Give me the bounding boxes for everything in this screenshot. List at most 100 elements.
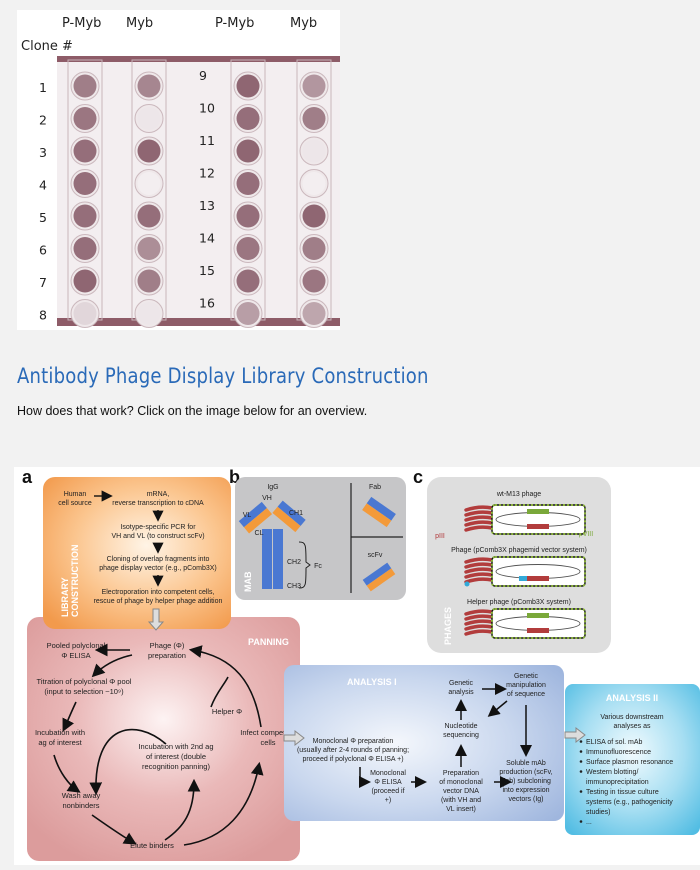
panning-titration-2: (input to selection ~10⁹) (44, 687, 124, 696)
a1-genetic-analysis: Genetic (449, 680, 474, 687)
elisa-well (302, 74, 326, 98)
a1-prep-vector-4: (with VH and (441, 797, 481, 804)
bullet-icon (579, 750, 583, 753)
a1-nucleotide-seq: Nucleotide (444, 723, 477, 730)
bullet-icon (579, 820, 583, 823)
elisa-well (302, 107, 326, 130)
elisa-well (302, 302, 326, 325)
lib-mrna: mRNA, (147, 491, 170, 498)
phage-wt-m13-label: wt-M13 phage (496, 491, 541, 498)
clone-number: 9 (199, 68, 207, 83)
elisa-well (73, 74, 97, 98)
mab-vl-label: VL (243, 512, 252, 519)
bullet-icon (579, 790, 583, 793)
elisa-well (236, 237, 260, 260)
bullet-icon (579, 770, 583, 773)
a2-list-item: immunoprecipitation (586, 779, 649, 786)
panning-incubation: Incubation with (35, 728, 85, 737)
analysis-2-panel: ANALYSIS II Various downstream analyses … (565, 684, 700, 835)
elisa-well (236, 204, 260, 228)
clone-number: 11 (199, 133, 215, 148)
elisa-well (236, 139, 260, 163)
clone-number: 6 (39, 243, 47, 258)
panning-wash-away-2: nonbinders (62, 801, 99, 810)
lib-pcr: Isotype-specific PCR for (120, 524, 196, 531)
a2-list-item: ELISA of sol. mAb (586, 739, 643, 746)
a1-soluble-mab-5: vectors (Ig) (508, 796, 543, 803)
elisa-well (73, 172, 97, 195)
clone-number-label: Clone # (21, 39, 73, 54)
clone-number: 8 (39, 308, 47, 323)
clone-number: 10 (199, 101, 215, 116)
panel-letter-a: a (22, 467, 33, 487)
panning-wash-away: Wash away (62, 791, 101, 800)
a2-list-item: Immunofluorescence (586, 749, 651, 756)
a1-prep-vector-5: VL insert) (446, 806, 476, 813)
a1-soluble-mab-2: production (scFv, (499, 769, 552, 776)
elisa-well (302, 139, 326, 163)
overview-diagram: a b c PANNING Phage (Φ) preparation Pool… (22, 467, 700, 861)
elisa-well (73, 237, 97, 260)
panning-elute-binders: Elute binders (130, 841, 174, 850)
a2-intro: Various downstream (600, 714, 663, 721)
elisa-well (73, 269, 97, 293)
panning-phage-prep: Phage (Φ) (150, 641, 185, 650)
a1-monoclonal-prep: Monoclonal Φ preparation (313, 738, 394, 745)
a1-genetic-manipulation-2: manipulation (506, 682, 546, 689)
a1-monoclonal-prep-3: proceed if polyclonal Φ ELISA +) (302, 756, 403, 763)
plate-header-pmyb-left: P-Myb (62, 16, 102, 31)
a1-soluble-mab-3: Fab) subcloning (501, 778, 551, 785)
elisa-well (236, 74, 260, 98)
phage-particle-icon (464, 608, 586, 639)
mab-fc-label: Fc (314, 563, 322, 570)
elisa-well (236, 269, 260, 293)
panning-incubation-2nd-3: recognition panning) (142, 762, 210, 771)
a1-genetic-manipulation-3: of sequence (507, 691, 545, 698)
a1-monoclonal-prep-2: (usually after 2-4 rounds of panning; (297, 747, 409, 754)
analysis-1-panel: ANALYSIS I Monoclonal Φ preparation (usu… (284, 665, 564, 821)
elisa-well (137, 302, 161, 325)
a1-monoclonal-elisa-4: +) (385, 797, 391, 804)
elisa-well (302, 237, 326, 260)
section-title: Antibody Phage Display Library Construct… (17, 364, 429, 388)
bullet-icon (579, 740, 583, 743)
elisa-well (137, 139, 161, 163)
clone-number: 3 (39, 145, 47, 160)
panning-helper-phage: Helper Φ (212, 707, 242, 716)
a1-genetic-analysis-2: analysis (448, 689, 474, 696)
elisa-well (73, 302, 97, 325)
a2-list-item: ... (586, 819, 592, 826)
lib-pcr-2: VH and VL (to construct scFv) (111, 533, 204, 540)
bullet-icon (579, 760, 583, 763)
a1-monoclonal-elisa: Monoclonal (370, 770, 406, 777)
clone-number: 7 (39, 275, 47, 290)
phage-pviii-label: pVIII (579, 531, 593, 538)
clone-number: 4 (39, 178, 47, 193)
elisa-well (137, 172, 161, 195)
lib-electroporation-2: rescue of phage by helper phage addition (94, 598, 223, 605)
scfv-fragment-icon (362, 562, 396, 592)
a2-list-item: studies) (586, 809, 611, 816)
mab-vh-label: VH (262, 495, 272, 502)
a1-genetic-manipulation: Genetic (514, 673, 539, 680)
lib-cloning-2: phage display vector (e.g., pComb3X) (99, 565, 217, 572)
mab-cl-label: CL (255, 530, 264, 537)
phage-particle-icon (464, 556, 586, 587)
a1-soluble-mab: Soluble mAb (506, 760, 546, 767)
phage-display-overview-figure[interactable]: a b c PANNING Phage (Φ) preparation Pool… (14, 467, 700, 865)
phage-particle-icon (464, 504, 586, 535)
panning-title: PANNING (248, 637, 289, 647)
panel-letter-c: c (413, 467, 423, 487)
igg-antibody-icon (238, 500, 306, 589)
clone-number: 12 (199, 166, 215, 181)
elisa-well (137, 107, 161, 130)
library-to-panning-arrow (147, 608, 165, 631)
mab-igg-label: IgG (267, 484, 278, 491)
phages-panel: PHAGES wt-M13 phage Phage (pComb3X phage… (427, 477, 611, 653)
clone-number: 15 (199, 263, 215, 278)
clone-number: 5 (39, 210, 47, 225)
library-side-label-1: LIBRARY (60, 577, 70, 617)
a1-soluble-mab-4: into expression (502, 787, 549, 794)
